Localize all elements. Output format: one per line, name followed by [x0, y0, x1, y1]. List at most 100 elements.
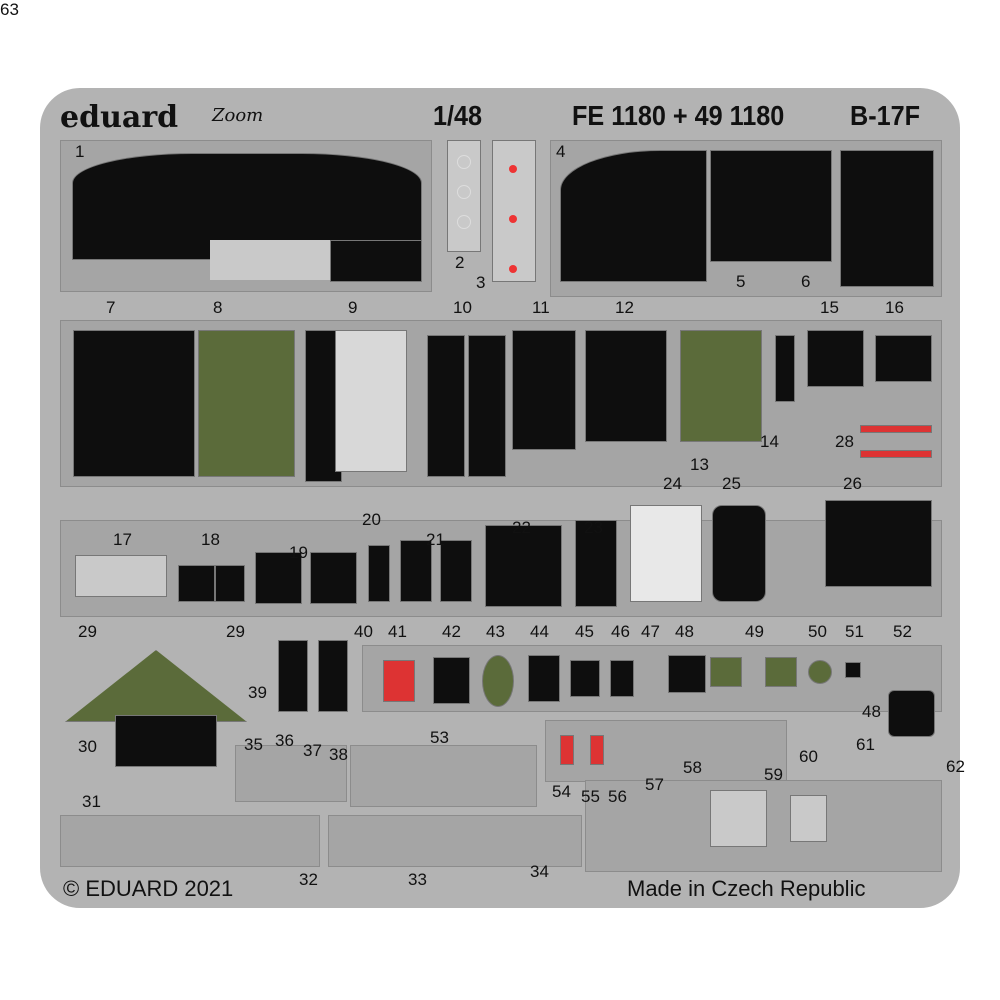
- copyright: © EDUARD 2021: [63, 876, 234, 901]
- part-number-label: 34: [530, 862, 549, 881]
- part-number-label: 37: [303, 741, 322, 760]
- part-54b: [590, 735, 604, 765]
- part-28b: [860, 450, 932, 458]
- part-number-label: 12: [615, 298, 634, 317]
- part-20: [368, 545, 390, 602]
- part-3: [492, 140, 536, 282]
- part-number-label: 42: [442, 622, 461, 641]
- part-number-label: 16: [885, 298, 904, 317]
- part-number-label: 10: [453, 298, 472, 317]
- part-number-label: 36: [275, 731, 294, 750]
- part-61: [790, 795, 827, 842]
- part-number-label: 15: [820, 298, 839, 317]
- part-48: [668, 655, 706, 693]
- part-43: [482, 655, 514, 707]
- part-17: [75, 555, 167, 597]
- panel-13: [680, 330, 762, 442]
- part-number-label: 39: [248, 683, 267, 702]
- zoom-logo: Zoom: [212, 105, 264, 126]
- part-number-label: 58: [683, 758, 702, 777]
- panel-8: [198, 330, 295, 477]
- part-25: [712, 505, 766, 602]
- panel-right: [840, 150, 934, 287]
- part-49b: [765, 657, 797, 687]
- panel-5-6: [710, 150, 832, 262]
- part-number-label: 23: [584, 518, 603, 537]
- part-23: [575, 520, 617, 607]
- frame-part-53: [350, 745, 537, 807]
- part-number-label: 18: [201, 530, 220, 549]
- part-number-label: 38: [329, 745, 348, 764]
- part-number-label: 40: [354, 622, 373, 641]
- part-21a: [400, 540, 432, 602]
- part-number-label: 43: [486, 622, 505, 641]
- panel-14: [775, 335, 795, 402]
- part-39a: [278, 640, 308, 712]
- part-number-label: 9: [348, 298, 358, 317]
- part-number-label: 5: [736, 272, 746, 291]
- part-number-label: 62: [946, 757, 965, 776]
- instrument-panel-1-lower: [330, 240, 422, 282]
- part-number-label: 25: [722, 474, 741, 493]
- part-number-label: 6: [801, 272, 811, 291]
- panel-11: [512, 330, 576, 450]
- panel-15: [807, 330, 864, 387]
- frame-parts-35-38: [235, 745, 347, 802]
- part-number-label: 48: [675, 622, 694, 641]
- gauge-icon: [457, 185, 471, 199]
- part-45: [570, 660, 600, 697]
- part-number-label: 44: [530, 622, 549, 641]
- part-60: [710, 790, 767, 847]
- part-number-label: 57: [645, 775, 664, 794]
- part-number-label: 19: [289, 543, 308, 562]
- part-46: [610, 660, 634, 697]
- part-number-label: 63: [0, 0, 19, 19]
- scale-label: 1/48: [433, 100, 483, 131]
- part-50: [808, 660, 832, 684]
- model-name: B-17F: [850, 100, 921, 131]
- part-number-label: 32: [299, 870, 318, 889]
- part-number-label: 17: [113, 530, 132, 549]
- part-number-label: 41: [388, 622, 407, 641]
- part-24: [630, 505, 702, 602]
- part-number-label: 26: [843, 474, 862, 493]
- part-number-label: 53: [430, 728, 449, 747]
- part-number-label: 50: [808, 622, 827, 641]
- frame-part-31: [60, 815, 320, 867]
- part-44: [528, 655, 560, 702]
- part-54a: [560, 735, 574, 765]
- part-19a: [255, 552, 302, 604]
- panel-4: [560, 150, 707, 282]
- red-knob-icon: [509, 265, 517, 273]
- panel-16: [875, 335, 932, 382]
- part-number-label: 21: [426, 530, 445, 549]
- part-number-label: 11: [532, 298, 550, 317]
- made-in: Made in Czech Republic: [627, 876, 866, 901]
- part-26: [825, 500, 932, 587]
- part-18b: [215, 565, 245, 602]
- part-number-label: 4: [556, 142, 566, 161]
- part-number-label: 59: [764, 765, 783, 784]
- part-30-lower: [115, 715, 217, 767]
- part-number-label: 2: [455, 253, 465, 272]
- part-number-label: 48: [862, 702, 881, 721]
- part-number-label: 22: [512, 518, 531, 537]
- part-number-label: 28: [835, 432, 854, 451]
- part-number-label: 24: [663, 474, 682, 493]
- part-39b: [318, 640, 348, 712]
- part-number-label: 29: [78, 622, 97, 641]
- part-19b: [310, 552, 357, 604]
- brand-logo: eduard: [60, 100, 179, 135]
- gauge-icon: [457, 155, 471, 169]
- part-number-label: 30: [78, 737, 97, 756]
- red-knob-icon: [509, 215, 517, 223]
- gauge-icon: [457, 215, 471, 229]
- part-number-label: 46: [611, 622, 630, 641]
- panel-10b: [468, 335, 506, 477]
- part-number-label: 14: [760, 432, 779, 451]
- frame-parts-54-55: [545, 720, 787, 782]
- part-number-label: 35: [244, 735, 263, 754]
- panel-10a: [427, 335, 465, 477]
- part-18a: [178, 565, 215, 602]
- part-number-label: 33: [408, 870, 427, 889]
